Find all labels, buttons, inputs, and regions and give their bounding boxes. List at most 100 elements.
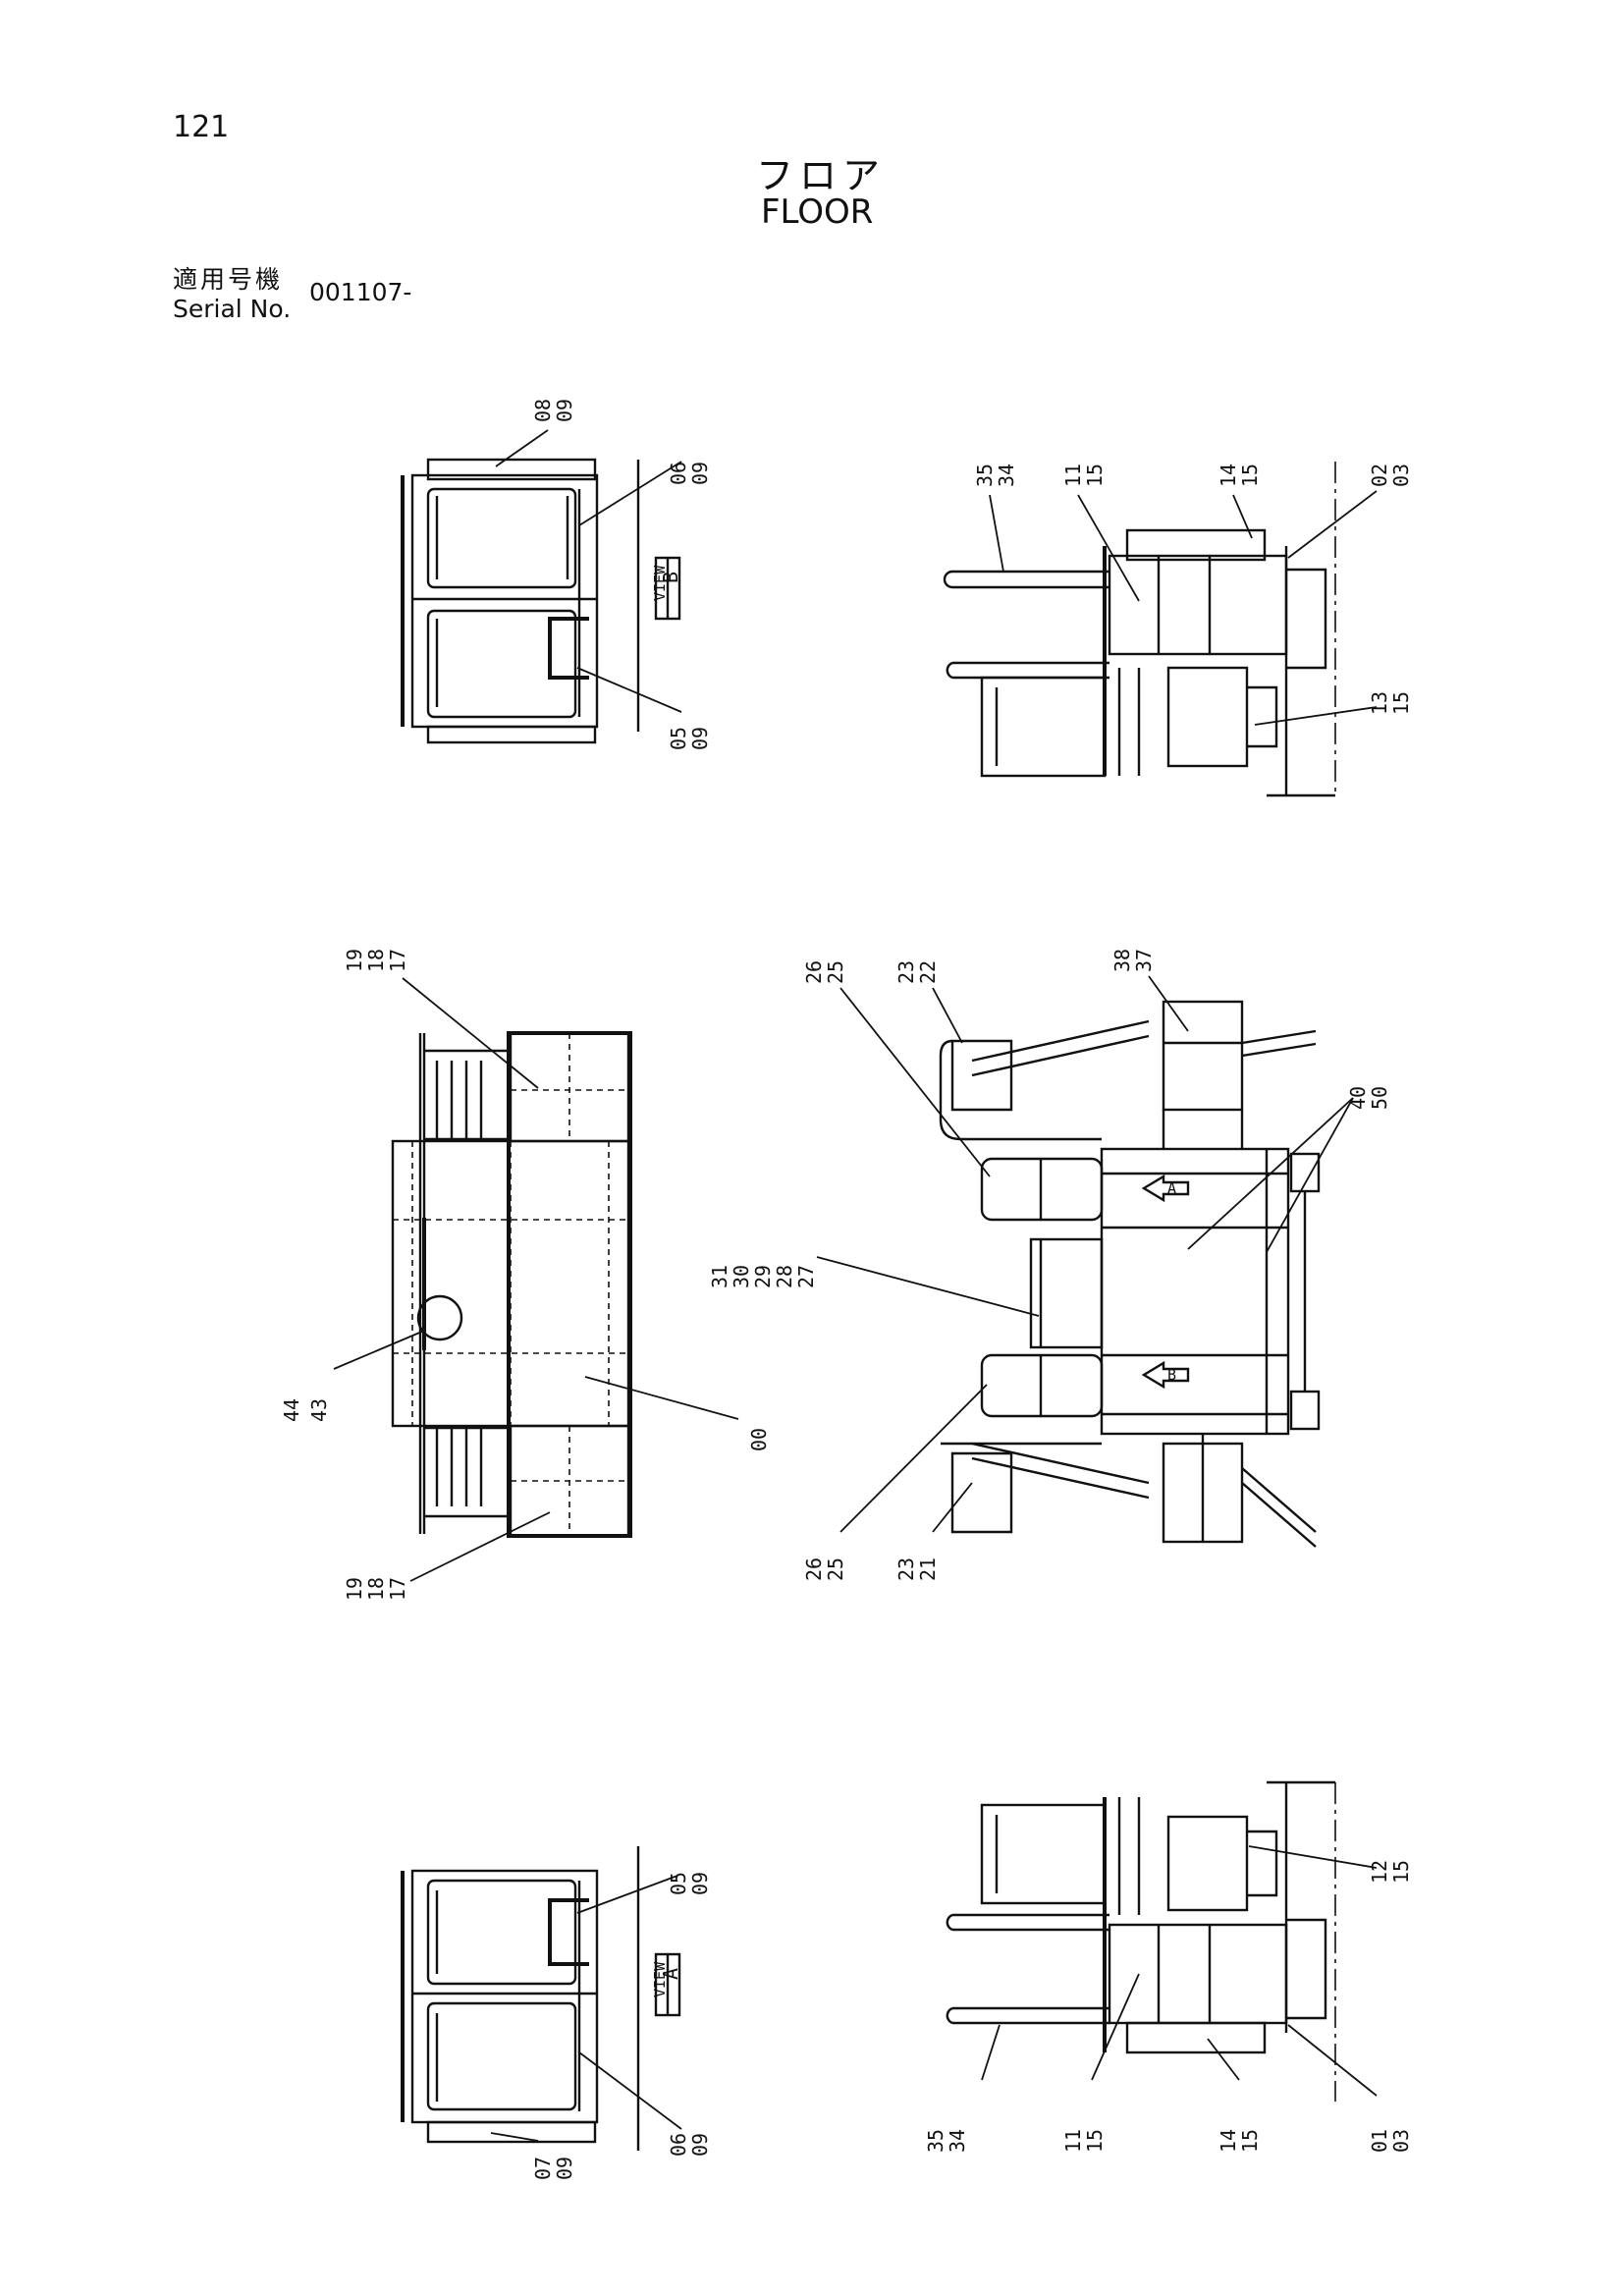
svg-text:19: 19 xyxy=(343,949,366,972)
svg-text:09: 09 xyxy=(688,727,712,750)
svg-text:A: A xyxy=(1167,1179,1176,1197)
view-b-caption: VIEW xyxy=(651,565,669,601)
svg-text:06: 06 xyxy=(667,462,690,485)
svg-text:11: 11 xyxy=(1061,2129,1085,2153)
svg-text:14: 14 xyxy=(1217,2129,1240,2153)
serial-label: Serial No. xyxy=(173,295,292,323)
svg-text:19: 19 xyxy=(343,1577,366,1601)
svg-text:09: 09 xyxy=(553,2157,576,2180)
callout-26-25-upper: 26 25 xyxy=(802,960,991,1177)
serial-number-range: 001107- xyxy=(309,278,412,306)
page-title-japanese: フロア xyxy=(756,154,887,197)
svg-text:17: 17 xyxy=(386,1577,409,1601)
svg-text:14: 14 xyxy=(1217,464,1240,487)
view-arrow-b: B xyxy=(1141,1360,1190,1390)
view-a-letter: A xyxy=(659,1968,682,1980)
callout-00: 00 xyxy=(584,1376,771,1451)
callout-23-21: 23 21 xyxy=(894,1482,973,1581)
callout-02-03: 02 03 xyxy=(1287,464,1413,559)
svg-text:26: 26 xyxy=(802,1558,826,1581)
callout-08-09: 08 09 xyxy=(495,399,576,467)
svg-text:35: 35 xyxy=(973,464,997,487)
view-b-letter: B xyxy=(659,572,682,583)
svg-text:22: 22 xyxy=(916,960,940,984)
view-b-label: VIEW B xyxy=(651,556,682,621)
callout-35-34-lower: 35 34 xyxy=(924,2024,1001,2153)
svg-text:43: 43 xyxy=(307,1398,331,1422)
callout-01-03: 01 03 xyxy=(1287,2024,1413,2153)
svg-text:25: 25 xyxy=(824,1558,847,1581)
svg-text:23: 23 xyxy=(894,960,918,984)
svg-text:31: 31 xyxy=(708,1265,731,1288)
svg-text:50: 50 xyxy=(1368,1086,1391,1110)
svg-text:05: 05 xyxy=(667,1872,690,1895)
svg-text:25: 25 xyxy=(824,960,847,984)
callout-12-15: 12 15 xyxy=(1248,1845,1413,1884)
svg-text:02: 02 xyxy=(1368,464,1391,487)
svg-text:07: 07 xyxy=(531,2157,555,2180)
callout-14-15-lower: 14 15 xyxy=(1207,2038,1262,2153)
svg-text:15: 15 xyxy=(1083,464,1107,487)
callout-31-27: 31 30 29 28 27 xyxy=(708,1256,1040,1317)
svg-text:34: 34 xyxy=(995,464,1018,487)
callout-23-22: 23 22 xyxy=(894,960,963,1044)
svg-text:29: 29 xyxy=(751,1265,775,1288)
callout-11-15-lower: 11 15 xyxy=(1061,1973,1140,2153)
view-b-drawing xyxy=(401,458,640,744)
callout-05-09: 05 09 xyxy=(576,667,712,750)
svg-text:11: 11 xyxy=(1061,464,1085,487)
page-title: FLOOR xyxy=(761,192,874,232)
callout-14-15: 14 15 xyxy=(1217,464,1262,539)
svg-text:05: 05 xyxy=(667,727,690,750)
svg-text:06: 06 xyxy=(667,2133,690,2157)
floor-front-view xyxy=(939,1000,1321,1548)
svg-text:18: 18 xyxy=(364,949,388,972)
callout-40-50: 40 50 xyxy=(1187,1086,1391,1253)
callout-38-37: 38 37 xyxy=(1110,949,1189,1032)
svg-text:09: 09 xyxy=(688,2133,712,2157)
callout-06-09-lower: 06 09 xyxy=(578,2051,712,2157)
callout-19-18-17-lower: 19 18 17 xyxy=(343,1511,551,1601)
svg-text:23: 23 xyxy=(894,1558,918,1581)
svg-text:38: 38 xyxy=(1110,949,1134,972)
svg-text:26: 26 xyxy=(802,960,826,984)
svg-text:15: 15 xyxy=(1238,464,1262,487)
serial-label-japanese: 適用号機 xyxy=(173,265,284,294)
svg-text:28: 28 xyxy=(773,1265,796,1288)
svg-text:30: 30 xyxy=(730,1265,753,1288)
callout-06-09: 06 09 xyxy=(578,461,712,526)
view-a-drawing xyxy=(401,1846,640,2151)
svg-text:01: 01 xyxy=(1368,2129,1391,2153)
svg-text:35: 35 xyxy=(924,2129,947,2153)
svg-text:08: 08 xyxy=(531,399,555,422)
svg-text:12: 12 xyxy=(1368,1860,1391,1884)
svg-text:27: 27 xyxy=(794,1265,818,1288)
callout-35-34: 35 34 xyxy=(973,464,1018,573)
floor-plan-view xyxy=(391,1031,632,1538)
callout-11-15: 11 15 xyxy=(1061,464,1140,602)
svg-text:03: 03 xyxy=(1389,464,1413,487)
callout-07-09: 07 09 xyxy=(490,2132,576,2180)
bottom-right-elevation xyxy=(946,1780,1336,2102)
svg-text:03: 03 xyxy=(1389,2129,1413,2153)
svg-text:21: 21 xyxy=(916,1558,940,1581)
callout-05-09-lower: 05 09 xyxy=(576,1872,712,1914)
view-arrow-a: A xyxy=(1141,1174,1190,1203)
svg-text:18: 18 xyxy=(364,1577,388,1601)
svg-text:00: 00 xyxy=(747,1428,771,1451)
top-right-elevation xyxy=(943,462,1336,797)
callout-26-25-lower: 26 25 xyxy=(802,1384,988,1581)
svg-text:37: 37 xyxy=(1132,949,1156,972)
callout-13-15: 13 15 xyxy=(1254,691,1413,726)
svg-text:13: 13 xyxy=(1368,691,1391,715)
view-a-caption: VIEW xyxy=(651,1961,669,1997)
svg-text:17: 17 xyxy=(386,949,409,972)
svg-text:B: B xyxy=(1167,1366,1176,1384)
callout-19-18-17-upper: 19 18 17 xyxy=(343,949,539,1089)
svg-text:15: 15 xyxy=(1238,2129,1262,2153)
svg-text:44: 44 xyxy=(280,1398,303,1422)
svg-text:15: 15 xyxy=(1389,1860,1413,1884)
svg-text:15: 15 xyxy=(1083,2129,1107,2153)
svg-text:09: 09 xyxy=(688,1872,712,1895)
